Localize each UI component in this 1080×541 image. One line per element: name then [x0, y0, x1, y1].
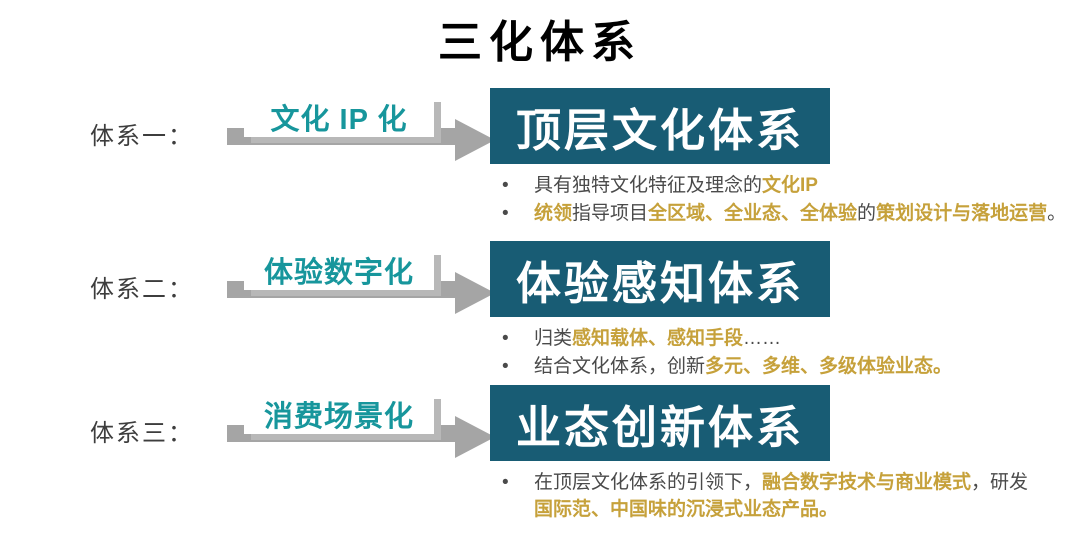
system-2-bullet-list: 归类感知载体、感知手段…… 结合文化体系，创新多元、多维、多级体验业态。: [498, 325, 1080, 381]
system-2-heading: 体验感知体系: [515, 257, 804, 309]
system-1-heading-box: 顶层文化体系: [490, 88, 830, 164]
bullet-item: 统领指导项目全区域、全业态、全体验的策划设计与落地运营。: [498, 200, 1080, 227]
page-title: 三化体系: [438, 18, 642, 67]
system-2-tag-box: 体验数字化: [244, 249, 434, 290]
system-3-label: 体系三：: [90, 420, 194, 447]
system-2-tag-label: 体验数字化: [263, 256, 414, 289]
system-1-heading: 顶层文化体系: [515, 104, 804, 156]
system-row-1: 体系一： 文化 IP 化 顶层文化体系 具有独特文化特征及理念的文化IP 统领指…: [0, 88, 1080, 240]
system-3-bullet-list: 在顶层文化体系的引领下，融合数字技术与商业模式，研发国际范、中国味的沉浸式业态产…: [498, 469, 1080, 524]
system-1-tag-label: 文化 IP 化: [270, 103, 408, 136]
system-1-bullet-list: 具有独特文化特征及理念的文化IP 统领指导项目全区域、全业态、全体验的策划设计与…: [498, 172, 1080, 228]
system-2-heading-box: 体验感知体系: [490, 241, 830, 317]
bullet-item: 在顶层文化体系的引领下，融合数字技术与商业模式，研发国际范、中国味的沉浸式业态产…: [498, 469, 1080, 523]
system-1-tag-box: 文化 IP 化: [244, 96, 434, 137]
system-row-2: 体系二： 体验数字化 体验感知体系 归类感知载体、感知手段…… 结合文化体系，创…: [0, 241, 1080, 393]
system-3-tag-label: 消费场景化: [263, 400, 414, 433]
system-2-label: 体系二：: [90, 276, 194, 303]
system-1-label: 体系一：: [90, 123, 194, 150]
right-arrow-head-icon: [455, 272, 495, 314]
bullet-item: 归类感知载体、感知手段……: [498, 325, 1080, 352]
system-row-3: 体系三： 消费场景化 业态创新体系 在顶层文化体系的引领下，融合数字技术与商业模…: [0, 385, 1080, 537]
system-3-tag-box: 消费场景化: [244, 393, 434, 434]
bullet-item: 结合文化体系，创新多元、多维、多级体验业态。: [498, 353, 1080, 380]
right-arrow-head-icon: [455, 416, 495, 458]
bullet-item: 具有独特文化特征及理念的文化IP: [498, 172, 1080, 199]
system-3-heading-box: 业态创新体系: [490, 385, 830, 461]
right-arrow-head-icon: [455, 119, 495, 161]
system-3-heading: 业态创新体系: [515, 401, 804, 453]
